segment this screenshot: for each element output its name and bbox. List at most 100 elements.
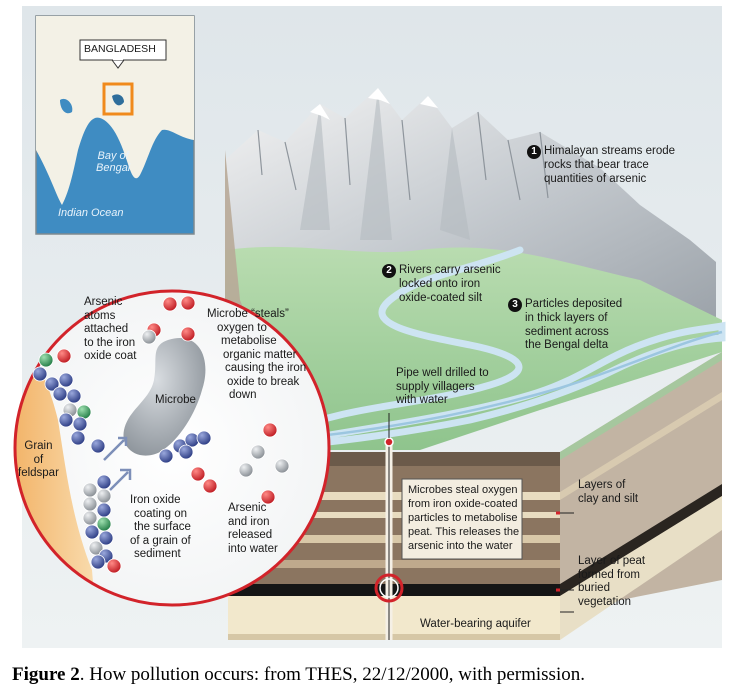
arsenic-iron-line-4: into water	[228, 543, 278, 557]
iron-atom	[97, 475, 111, 489]
iron-oxide-line-3: the surface	[130, 521, 191, 535]
caption-text: . How pollution occurs: from THES, 22/12…	[80, 664, 585, 685]
iron-atom	[33, 367, 47, 381]
arsenic-atoms-line-5: oxide coat	[84, 350, 136, 364]
iron-atom	[85, 525, 99, 539]
atom-gray	[239, 463, 253, 477]
arsenic-atom	[181, 296, 195, 310]
oxygen-atom	[39, 353, 53, 367]
microbes-steal-line-4: peat. This releases the	[408, 525, 519, 539]
iron-oxide-line-1: Iron oxide	[130, 494, 191, 508]
peat-label: Layer of peat formed from buried vegetat…	[578, 555, 645, 609]
iron-atom	[159, 449, 173, 463]
peat-line-1: Layer of peat	[578, 555, 645, 569]
arsenic-iron-line-1: Arsenic	[228, 502, 278, 516]
arsenic-atoms-label: Arsenic atoms attached to the iron oxide…	[84, 296, 136, 364]
iron-atom	[91, 439, 105, 453]
clay-silt-label: Layers of clay and silt	[578, 479, 638, 506]
atom-gray	[83, 511, 97, 525]
arsenic-iron-line-3: released	[228, 529, 278, 543]
pipe-well-top-marker	[385, 438, 393, 446]
indian-ocean-label: Indian Ocean	[58, 207, 123, 219]
arsenic-atom	[107, 559, 121, 573]
oxygen-atom	[97, 517, 111, 531]
iron-oxide-line-5: sediment	[130, 548, 191, 562]
step-1-line-3: quantities of arsenic	[527, 173, 646, 185]
iron-atom	[59, 373, 73, 387]
arsenic-atoms-line-1: Arsenic	[84, 296, 136, 310]
iron-atom	[179, 445, 193, 459]
pipe-well-line-2: supply villagers	[396, 381, 489, 395]
arsenic-atoms-line-4: to the iron	[84, 337, 136, 351]
microbes-steal-label: Microbes steal oxygen from iron oxide-co…	[408, 483, 519, 553]
microbe-steals-line-3: metabolise	[207, 335, 306, 349]
peat-layer	[228, 584, 560, 596]
arsenic-atom	[191, 467, 205, 481]
step-3-line-4: the Bengal delta	[508, 339, 608, 351]
pipe-well-label: Pipe well drilled to supply villagers wi…	[396, 367, 489, 408]
iron-oxide-line-2: coating on	[130, 508, 191, 522]
step-3-line-2: in thick layers of	[508, 312, 607, 324]
peat-line-3: buried	[578, 582, 645, 596]
atom-gray	[97, 489, 111, 503]
bangladesh-label: BANGLADESH	[84, 43, 156, 57]
bay-line-1: Bay of	[96, 150, 130, 162]
bay-of-bengal-label: Bay of Bengal	[96, 150, 130, 174]
peat-line-2: formed from	[578, 569, 645, 583]
bay-line-2: Bengal	[96, 162, 130, 174]
iron-atom	[71, 431, 85, 445]
arsenic-atom	[57, 349, 71, 363]
pipe-well-line-3: with water	[396, 394, 489, 408]
microbe-steals-line-4: organic matter	[207, 349, 306, 363]
microbe-steals-line-2: oxygen to	[207, 322, 306, 336]
step-3-label: 3Particles deposited in thick layers of …	[508, 298, 622, 353]
pipe-well-line-1: Pipe well drilled to	[396, 367, 489, 381]
iron-atom	[67, 389, 81, 403]
grain-label: Grain of feldspar	[18, 440, 59, 481]
iron-atom	[97, 503, 111, 517]
step-2-line-2: locked onto iron	[382, 278, 480, 290]
iron-atom	[91, 555, 105, 569]
microbe-steals-label: Microbe “steals” oxygen to metabolise or…	[207, 308, 306, 403]
figure-number: Figure 2	[12, 664, 80, 685]
step-1-line-1: Himalayan streams erode	[544, 145, 675, 157]
clay-silt-line-2: clay and silt	[578, 493, 638, 507]
iron-oxide-line-4: of a grain of	[130, 535, 191, 549]
arsenic-atom	[203, 479, 217, 493]
arsenic-atoms-line-2: atoms	[84, 310, 136, 324]
atom-gray	[275, 459, 289, 473]
grain-line-1: Grain	[18, 440, 59, 454]
atom-gray	[83, 483, 97, 497]
microbes-steal-line-2: from iron oxide-coated	[408, 497, 519, 511]
step-2-line-1: Rivers carry arsenic	[399, 264, 501, 276]
clay-silt-line-1: Layers of	[578, 479, 638, 493]
step-3-line-1: Particles deposited	[525, 298, 622, 310]
microbe-steals-line-7: down	[207, 389, 306, 403]
step-3-badge: 3	[508, 298, 522, 312]
microbe-steals-line-6: oxide to break	[207, 376, 306, 390]
peat-line-4: vegetation	[578, 596, 645, 610]
arsenic-atom	[263, 423, 277, 437]
step-1-badge: 1	[527, 145, 541, 159]
arsenic-iron-label: Arsenic and iron released into water	[228, 502, 278, 556]
microbe-label: Microbe	[155, 394, 196, 408]
iron-atom	[59, 413, 73, 427]
step-2-badge: 2	[382, 264, 396, 278]
step-1-line-2: rocks that bear trace	[527, 159, 649, 171]
figure-caption: Figure 2. How pollution occurs: from THE…	[12, 664, 585, 686]
step-3-line-3: sediment across	[508, 326, 609, 338]
microbe-steals-line-1: Microbe “steals”	[207, 308, 306, 322]
iron-atom	[53, 387, 67, 401]
grain-line-2: of	[18, 454, 59, 468]
microbes-steal-line-3: particles to metabolise	[408, 511, 519, 525]
microbes-steal-line-1: Microbes steal oxygen	[408, 483, 519, 497]
iron-oxide-label: Iron oxide coating on the surface of a g…	[130, 494, 191, 562]
microbe-steals-line-5: causing the iron	[207, 362, 306, 376]
iron-atom	[197, 431, 211, 445]
atom-gray	[142, 330, 156, 344]
aquifer-label: Water-bearing aquifer	[420, 618, 531, 632]
arsenic-iron-line-2: and iron	[228, 516, 278, 530]
step-2-line-3: oxide-coated silt	[382, 292, 482, 304]
